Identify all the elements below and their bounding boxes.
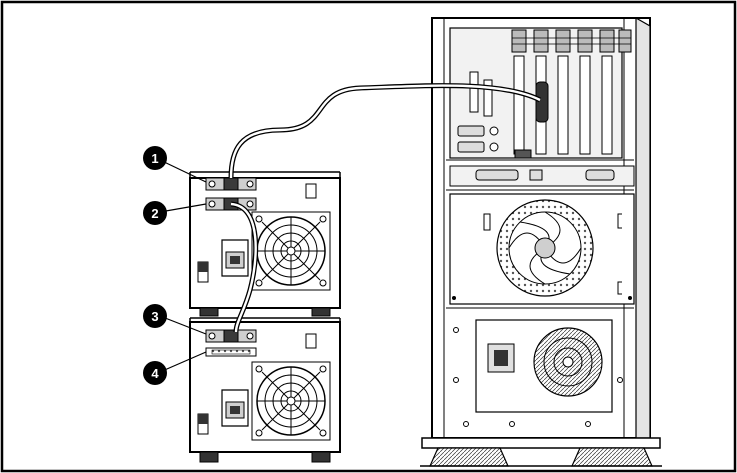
callout-2-label: 2 — [151, 206, 158, 221]
rear-io-ports — [457, 125, 532, 159]
tower-cooling-fan — [496, 199, 594, 297]
host-scsi-connector — [535, 81, 549, 123]
enclosure-2-fan — [251, 361, 331, 441]
callout-4-label: 4 — [151, 366, 159, 381]
psu-fan-grill — [533, 327, 603, 397]
scsi-cable-enclosure-1-to-enclosure-2 — [230, 201, 259, 333]
internal-scsi-port — [475, 169, 519, 181]
enclosure-2-scsi-in-connector[interactable] — [205, 329, 257, 343]
callout-3-label: 3 — [151, 309, 158, 324]
callout-3: 3 — [143, 304, 207, 335]
enclosure-2-indicator — [305, 333, 317, 349]
scsi-cable-host-to-enclosure-1 — [228, 83, 542, 179]
enclosure-1-power-switch[interactable] — [197, 261, 209, 283]
server-tower — [420, 16, 662, 467]
storage-enclosure-1 — [189, 171, 341, 317]
callout-4: 4 — [143, 351, 207, 385]
enclosure-2-power-inlet — [221, 389, 249, 427]
enclosure-1-power-inlet — [221, 239, 249, 277]
callout-1: 1 — [143, 146, 207, 183]
tower-base — [421, 437, 661, 449]
callout-2: 2 — [143, 201, 207, 225]
callout-1-label: 1 — [151, 151, 158, 166]
expansion-slot-tabs — [511, 29, 632, 53]
storage-enclosure-2 — [189, 317, 341, 463]
enclosure-2-terminator-port[interactable] — [205, 347, 257, 357]
enclosure-1-scsi-in-connector[interactable] — [205, 177, 257, 191]
enclosure-1-fan — [251, 211, 331, 291]
enclosure-2-power-switch[interactable] — [197, 413, 209, 435]
enclosure-1-indicator — [305, 183, 317, 199]
